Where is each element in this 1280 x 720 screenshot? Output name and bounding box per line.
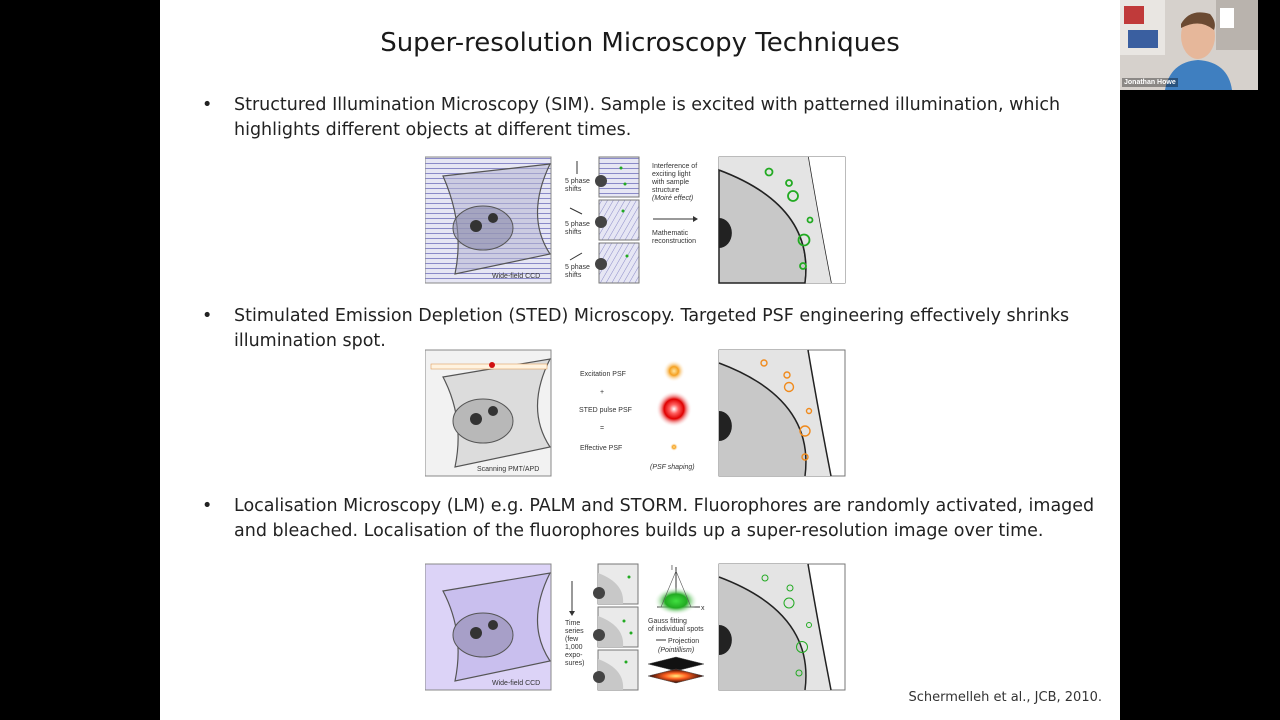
participant-video-feed bbox=[1120, 0, 1258, 90]
lm-figure: Wide-field CCD Time series (few 1,000 ex… bbox=[425, 563, 846, 691]
time-series-arrow: Time series (few 1,000 expo- sures) bbox=[565, 581, 584, 667]
svg-text:Excitation PSF: Excitation PSF bbox=[580, 371, 626, 378]
effective-psf bbox=[670, 443, 678, 451]
lm-frame-panels bbox=[593, 563, 639, 691]
nucleolus bbox=[470, 220, 482, 232]
bullet-marker: • bbox=[202, 306, 213, 326]
bullet-text: Localisation Microscopy (LM) e.g. PALM a… bbox=[234, 496, 1095, 541]
svg-text:reconstruction: reconstruction bbox=[652, 238, 696, 245]
svg-text:5 phase: 5 phase bbox=[565, 221, 590, 228]
bullet-lm: • Localisation Microscopy (LM) e.g. PALM… bbox=[202, 494, 1094, 546]
participant-name: Jonathan Howe bbox=[1122, 78, 1178, 87]
excitation-psf bbox=[663, 360, 685, 382]
gauss-fitting: I x Gauss fitting of individual spots Pr… bbox=[647, 565, 705, 684]
sim-result-panel bbox=[718, 156, 846, 284]
lm-result-panel bbox=[718, 563, 846, 691]
nucleolus bbox=[488, 406, 498, 416]
sted-cell-label: Scanning PMT/APD bbox=[477, 466, 539, 473]
sim-figure: Wide-field CCD 5 phase shifts 5 phase sh… bbox=[425, 156, 846, 284]
bullet-sim: • Structured Illumination Microscopy (SI… bbox=[202, 93, 1085, 145]
nucleolus bbox=[488, 620, 498, 630]
svg-text:1,000: 1,000 bbox=[565, 644, 583, 651]
svg-text:(PSF shaping): (PSF shaping) bbox=[650, 464, 695, 471]
sted-psf bbox=[656, 391, 692, 427]
svg-text:expo-: expo- bbox=[565, 652, 583, 659]
svg-text:Effective PSF: Effective PSF bbox=[580, 445, 622, 452]
svg-text:structure: structure bbox=[652, 187, 679, 194]
svg-text:(Pointillism): (Pointillism) bbox=[658, 647, 694, 654]
citation: Schermelleh et al., JCB, 2010. bbox=[908, 690, 1102, 705]
svg-text:shifts: shifts bbox=[565, 229, 582, 236]
svg-text:Projection: Projection bbox=[668, 638, 699, 645]
svg-text:x: x bbox=[701, 605, 705, 612]
scan-spot bbox=[489, 362, 495, 368]
svg-text:STED pulse PSF: STED pulse PSF bbox=[579, 407, 632, 414]
svg-text:5 phase: 5 phase bbox=[565, 178, 590, 185]
svg-text:=: = bbox=[600, 425, 604, 432]
svg-text:shifts: shifts bbox=[565, 186, 582, 193]
svg-text:(few: (few bbox=[565, 636, 579, 643]
bullet-text: Structured Illumination Microscopy (SIM)… bbox=[234, 95, 1061, 140]
sted-result-panel bbox=[718, 349, 846, 477]
svg-text:Mathematic: Mathematic bbox=[652, 230, 689, 237]
svg-text:I: I bbox=[671, 565, 673, 572]
nucleus bbox=[452, 612, 514, 658]
svg-text:+: + bbox=[600, 389, 604, 396]
sim-cell-label: Wide-field CCD bbox=[492, 273, 540, 280]
participant-video-tile[interactable]: Jonathan Howe bbox=[1120, 0, 1258, 90]
slide-title: Super-resolution Microscopy Techniques bbox=[380, 28, 900, 58]
svg-text:5 phase: 5 phase bbox=[565, 264, 590, 271]
svg-text:sures): sures) bbox=[565, 660, 584, 667]
svg-text:of individual spots: of individual spots bbox=[648, 626, 704, 633]
sim-phase-panels bbox=[595, 156, 640, 284]
svg-text:shifts: shifts bbox=[565, 272, 582, 279]
bullet-sted: • Stimulated Emission Depletion (STED) M… bbox=[202, 304, 1085, 356]
nucleus bbox=[452, 398, 514, 444]
lm-cell-label: Wide-field CCD bbox=[492, 680, 540, 687]
svg-text:(Moiré effect): (Moiré effect) bbox=[652, 195, 693, 202]
svg-text:series: series bbox=[565, 628, 584, 635]
psf-labels: Excitation PSF + STED pulse PSF = Effect… bbox=[579, 371, 695, 471]
bullet-marker: • bbox=[202, 95, 213, 115]
presentation-slide: Super-resolution Microscopy Techniques •… bbox=[160, 0, 1120, 720]
sim-annotation: Interference of exciting light with samp… bbox=[651, 163, 698, 245]
nucleolus bbox=[488, 213, 498, 223]
phase-shift-arrows: 5 phase shifts 5 phase shifts 5 phase sh… bbox=[565, 161, 590, 279]
nucleolus bbox=[470, 627, 482, 639]
bullet-text: Stimulated Emission Depletion (STED) Mic… bbox=[234, 306, 1070, 351]
svg-text:exciting light: exciting light bbox=[652, 171, 691, 178]
nucleolus bbox=[470, 413, 482, 425]
svg-text:with sample: with sample bbox=[651, 179, 689, 186]
svg-text:Gauss fitting: Gauss fitting bbox=[648, 618, 687, 625]
bullet-marker: • bbox=[202, 496, 213, 516]
svg-text:Interference of: Interference of bbox=[652, 163, 697, 170]
nucleus bbox=[452, 205, 514, 251]
scan-line bbox=[430, 363, 548, 370]
sted-figure: Scanning PMT/APD Excitation PSF + STED p… bbox=[425, 349, 846, 477]
svg-text:Time: Time bbox=[565, 620, 580, 627]
